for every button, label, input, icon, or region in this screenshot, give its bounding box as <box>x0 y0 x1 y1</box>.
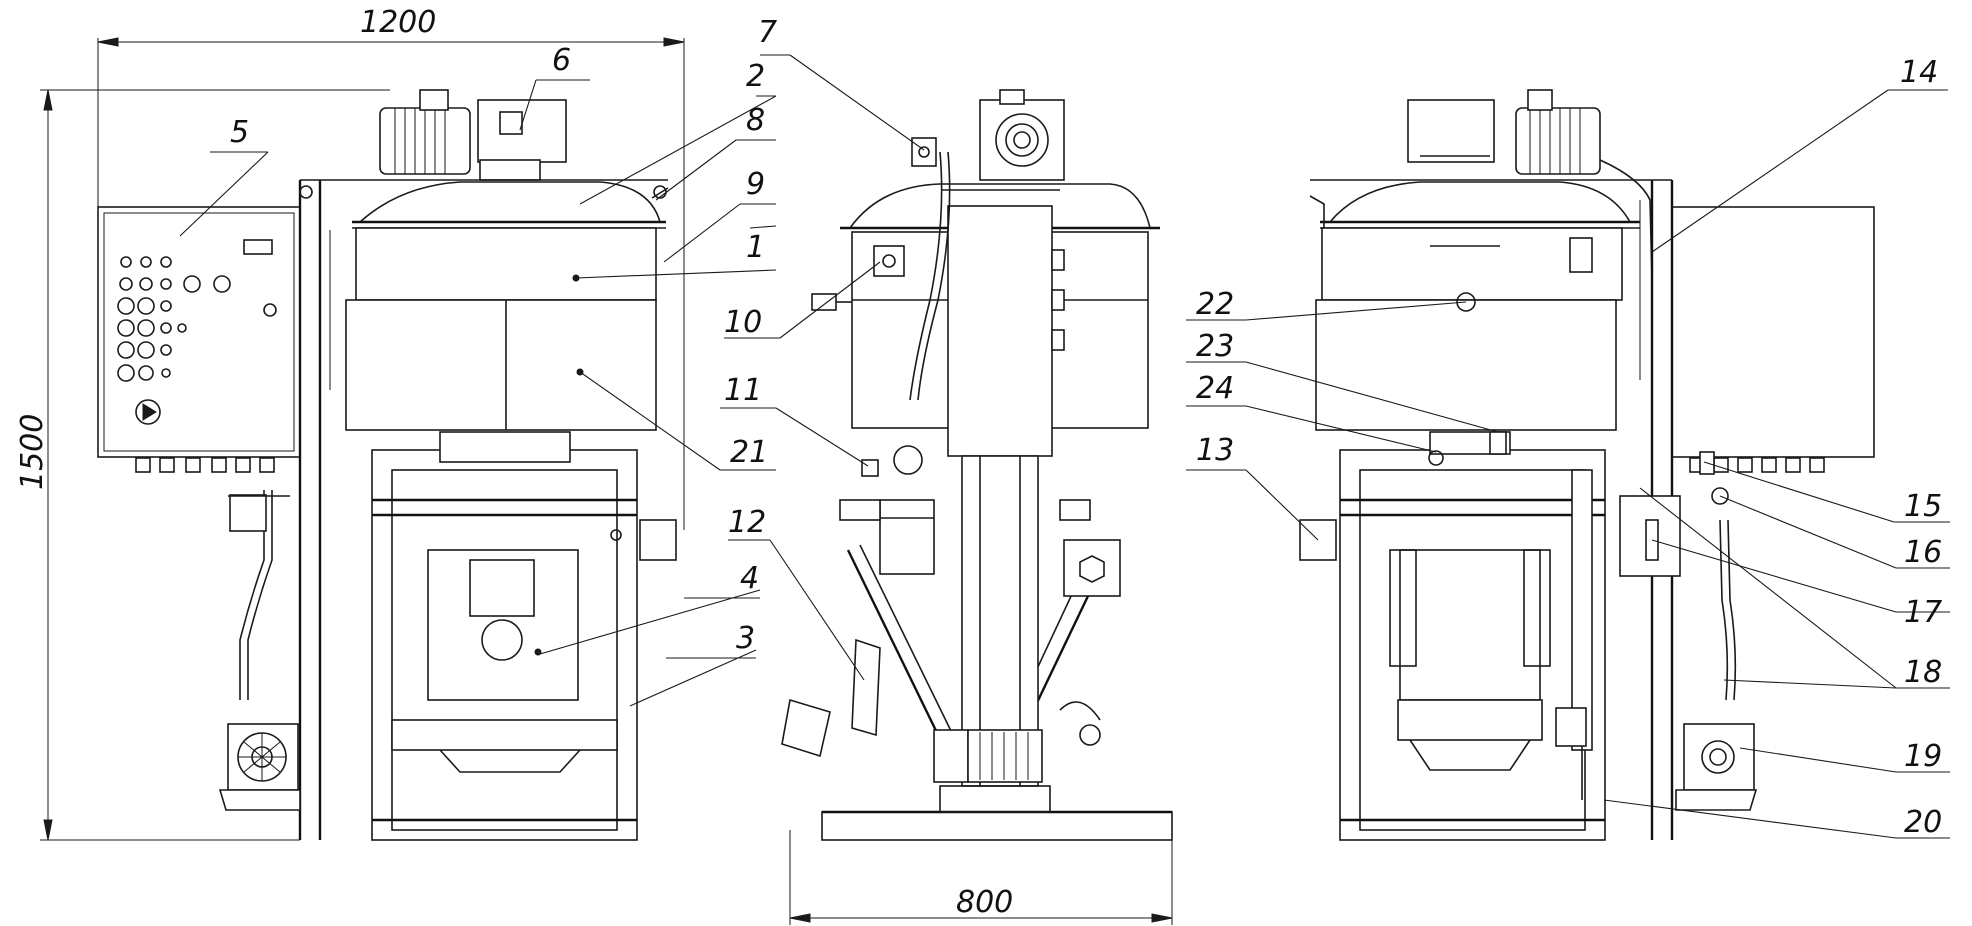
leader-7 <box>789 54 925 151</box>
leader-23 <box>1245 361 1499 433</box>
callout-9: 9 <box>746 167 765 202</box>
callout-14: 14 <box>1900 55 1938 90</box>
callout-2: 2 <box>746 59 765 94</box>
leader-2 <box>579 95 777 205</box>
leader-14 <box>1651 89 1889 253</box>
callout-16: 16 <box>1904 535 1942 570</box>
callout-4: 4 <box>740 561 759 596</box>
leader-22 <box>1245 301 1467 321</box>
leader-4 <box>539 589 761 655</box>
front-view <box>97 89 677 841</box>
callout-22: 22 <box>1196 287 1234 322</box>
callout-24: 24 <box>1196 371 1234 406</box>
cable-glands <box>135 457 275 473</box>
callout-17: 17 <box>1904 595 1942 630</box>
leader-8 <box>655 139 737 201</box>
leader-9 <box>663 203 741 263</box>
leader-3 <box>629 649 757 707</box>
leader-1 <box>575 269 777 279</box>
leader-lines <box>179 54 1950 839</box>
side-view <box>781 89 1173 841</box>
leader-21 <box>579 371 721 471</box>
dimension-label-800: 800 <box>956 885 1013 920</box>
callout-11: 11 <box>724 373 762 408</box>
callout-18: 18 <box>1904 655 1942 690</box>
callout-23: 23 <box>1196 329 1234 364</box>
callout-10: 10 <box>724 305 762 340</box>
dimension-label-1200: 1200 <box>360 5 436 40</box>
leader-12 <box>769 539 865 681</box>
callout-1: 1 <box>746 230 765 265</box>
leader-18a <box>1723 679 1897 689</box>
callout-8: 8 <box>746 103 765 138</box>
leader-24 <box>1245 405 1437 453</box>
leader-19 <box>1739 747 1897 773</box>
callout-5: 5 <box>230 115 249 150</box>
callout-15: 15 <box>1904 489 1942 524</box>
callout-3: 3 <box>736 621 755 656</box>
leader-20 <box>1603 799 1897 839</box>
dimension-width-bottom: 800 <box>789 830 1173 925</box>
callout-13: 13 <box>1196 433 1234 468</box>
callout-12: 12 <box>728 505 766 540</box>
leader-5 <box>179 151 269 237</box>
leader-15 <box>1703 461 1895 523</box>
dimension-label-1500: 1500 <box>15 414 50 490</box>
leader-6 <box>519 79 537 131</box>
leader-18b <box>1639 487 1897 689</box>
callout-labels: 1 2 3 4 5 6 7 8 9 10 11 12 13 14 15 16 1… <box>230 15 1942 840</box>
leader-10 <box>779 261 881 339</box>
back-view <box>1299 89 1875 841</box>
leader-13 <box>1245 469 1319 541</box>
callout-6: 6 <box>552 43 571 78</box>
leader-16 <box>1719 495 1897 569</box>
callout-21: 21 <box>730 435 768 470</box>
dimension-width-top: 1200 <box>97 5 685 530</box>
leader-17 <box>1651 539 1897 613</box>
callout-7: 7 <box>758 15 777 50</box>
callout-20: 20 <box>1904 805 1942 840</box>
leader-11 <box>775 407 869 467</box>
control-buttons <box>117 256 277 425</box>
callout-19: 19 <box>1904 739 1942 774</box>
dimension-height-left: 1500 <box>15 89 390 841</box>
